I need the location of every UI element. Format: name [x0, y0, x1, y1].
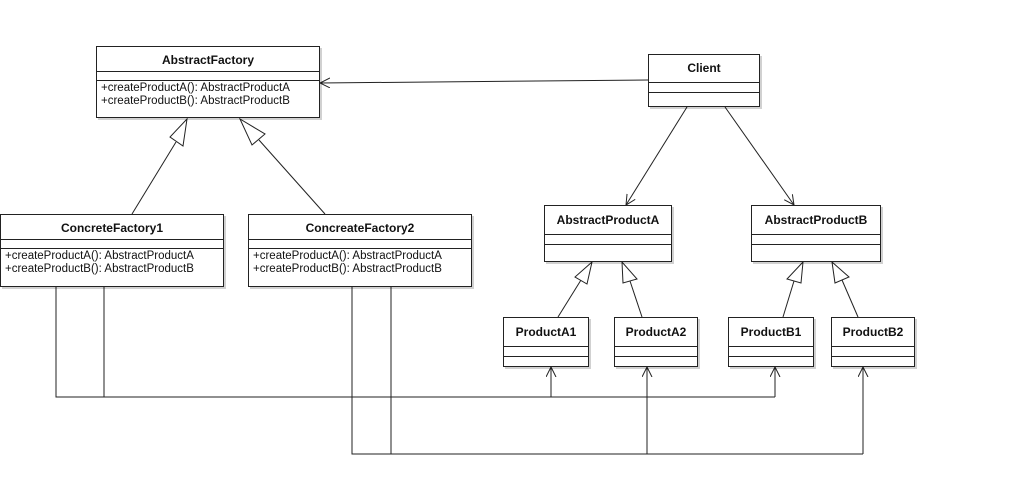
class-producta2[interactable]: ProductA2: [614, 317, 698, 367]
class-name: AbstractProductA: [545, 206, 671, 235]
operations-compartment: [649, 93, 759, 96]
operation: +createProductA(): AbstractProductA: [101, 82, 290, 94]
operation: +createProductA(): AbstractProductA: [5, 250, 194, 262]
cf2-generalization-head: [238, 117, 266, 146]
class-productb2[interactable]: ProductB2: [831, 317, 915, 367]
operations-compartment: [729, 357, 813, 366]
cf1-generalization-line: [131, 141, 177, 215]
attributes-compartment: [1, 240, 223, 249]
pb2-generalization-line: [841, 279, 859, 318]
pb2-generalization-head: [831, 260, 850, 284]
class-name: ProductA1: [504, 318, 588, 347]
class-name: AbstractFactory: [97, 47, 319, 72]
operations-compartment: [504, 357, 588, 366]
operations-compartment: +createProductA(): AbstractProductA +cre…: [97, 81, 319, 110]
client-to-abstractfactory-arrow: [320, 80, 649, 83]
client-to-abstractproductb-arrow: [724, 106, 794, 205]
class-name: ConcreteFactory1: [1, 215, 223, 240]
attributes-compartment: [545, 235, 671, 245]
cf2-to-producta2-line: [390, 287, 647, 455]
client-to-abstractproducta-arrow: [626, 106, 688, 205]
attributes-compartment: [504, 347, 588, 357]
pb1-generalization-head: [786, 260, 804, 284]
class-name: ConcreateFactory2: [249, 215, 471, 240]
pa2-generalization-head: [621, 260, 638, 284]
class-abstractproductb[interactable]: AbstractProductB: [751, 205, 881, 262]
class-name: AbstractProductB: [752, 206, 880, 235]
attributes-compartment: [832, 347, 914, 357]
attributes-compartment: [249, 240, 471, 249]
cf2-generalization-line: [258, 139, 326, 215]
operation: +createProductB(): AbstractProductB: [101, 95, 290, 107]
operation: +createProductB(): AbstractProductB: [253, 263, 442, 275]
pa1-generalization-head: [574, 260, 593, 285]
operation: +createProductB(): AbstractProductB: [5, 263, 194, 275]
class-name: ProductB2: [832, 318, 914, 347]
class-producta1[interactable]: ProductA1: [503, 317, 589, 367]
cf1-generalization-head: [169, 117, 188, 147]
operations-compartment: [832, 357, 914, 366]
class-concreatefactory2[interactable]: ConcreateFactory2 +createProductA(): Abs…: [248, 214, 472, 287]
class-abstractproducta[interactable]: AbstractProductA: [544, 205, 672, 262]
attributes-compartment: [752, 235, 880, 245]
attributes-compartment: [729, 347, 813, 357]
operations-compartment: [752, 245, 880, 254]
class-abstractfactory[interactable]: AbstractFactory +createProductA(): Abstr…: [96, 46, 320, 118]
cf2-to-productb2-line: [351, 287, 863, 455]
class-name: ProductA2: [615, 318, 697, 347]
attributes-compartment: [615, 347, 697, 357]
pb1-generalization-line: [782, 280, 795, 318]
operations-compartment: +createProductA(): AbstractProductA +cre…: [1, 249, 223, 278]
class-concretefactory1[interactable]: ConcreteFactory1 +createProductA(): Abst…: [0, 214, 224, 287]
operation: +createProductA(): AbstractProductA: [253, 250, 442, 262]
attributes-compartment: [97, 72, 319, 81]
pa2-generalization-line: [629, 280, 643, 318]
pa1-generalization-line: [557, 279, 582, 318]
class-name: ProductB1: [729, 318, 813, 347]
class-client[interactable]: Client: [648, 54, 760, 107]
operations-compartment: [615, 357, 697, 366]
class-name: Client: [649, 55, 759, 83]
attributes-compartment: [649, 83, 759, 93]
operations-compartment: +createProductA(): AbstractProductA +cre…: [249, 249, 471, 278]
operations-compartment: [545, 245, 671, 254]
cf1-to-producta1-line: [103, 287, 551, 398]
class-productb1[interactable]: ProductB1: [728, 317, 814, 367]
